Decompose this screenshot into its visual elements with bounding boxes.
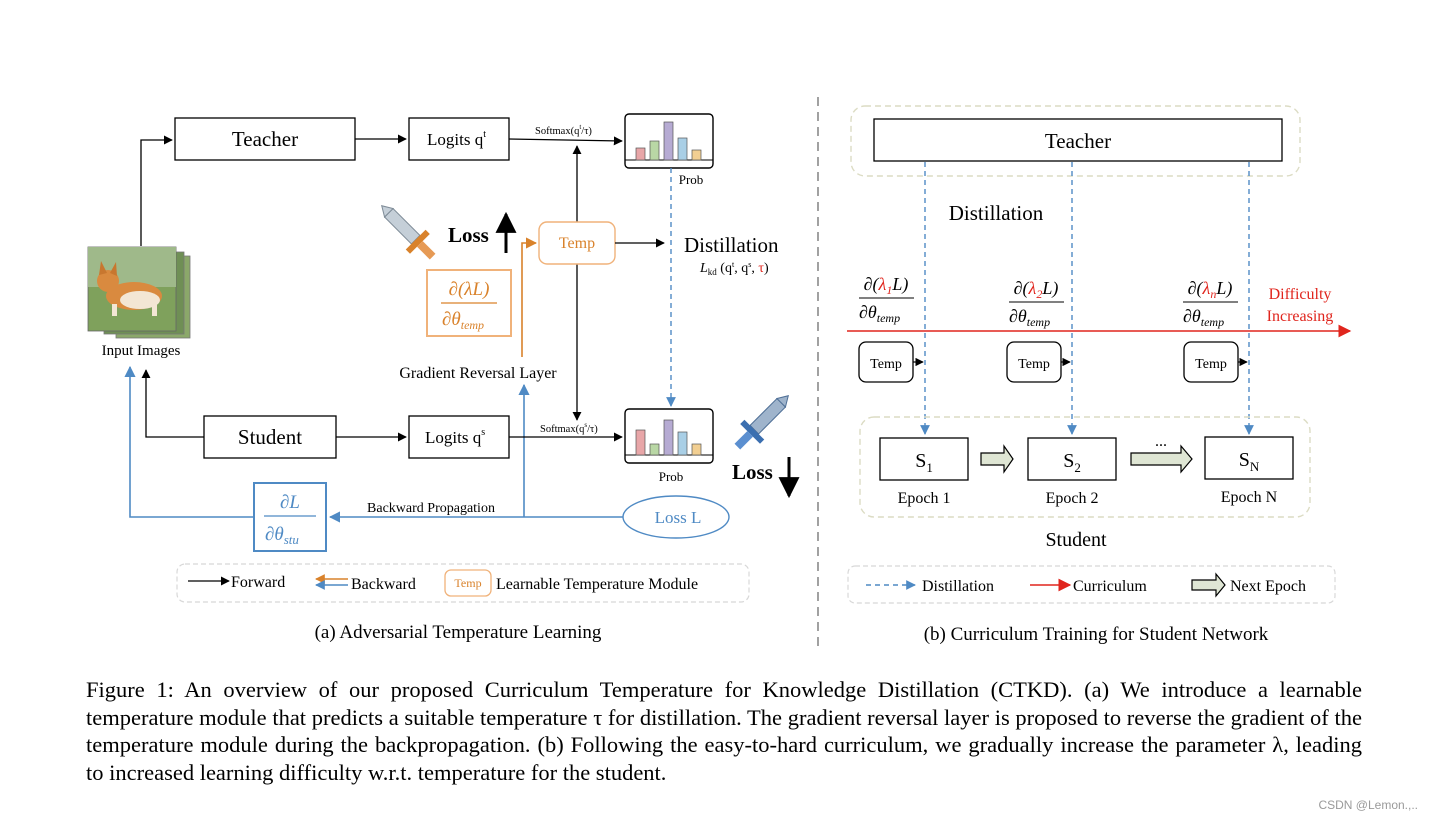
epoch-1-label: Epoch 1 [898,490,951,507]
legend-next-epoch-label: Next Epoch [1230,578,1306,595]
backward-propagation-label: Backward Propagation [367,501,495,516]
subcaption-b: (b) Curriculum Training for Student Netw… [924,624,1269,645]
difficulty-label-1: Difficulty [1269,286,1332,303]
figure-caption: Figure 1: An overview of our proposed Cu… [86,677,1362,785]
grad-lambda-2: ∂(λ2L) ∂θtemp [1009,278,1064,329]
legend-forward-label: Forward [231,574,285,591]
prob-student-label: Prob [659,469,684,484]
arrow-grad-to-input [124,365,254,518]
grad-lambda-n: ∂(λnL) ∂θtemp [1183,278,1238,329]
logits-student-label: Logits qs [425,427,485,447]
arrow-student-to-input [141,369,204,438]
legend-module-label: Learnable Temperature Module [496,576,698,593]
sword-icon-blue [734,395,789,450]
arrow-input-to-teacher [140,135,173,246]
legend-a-box [176,563,750,603]
student-box-s2 [1027,437,1117,481]
student-label-b: Student [1045,529,1107,551]
student-box [203,415,337,459]
svg-text:∂(λnL): ∂(λnL) [1188,278,1233,301]
grad-temp-denominator: ∂θtemp [442,309,484,332]
teacher-label: Teacher [232,127,298,151]
legend-backward-label: Backward [351,576,416,593]
softmax-student-label: Softmax(qs/τ) [540,421,598,435]
prob-histogram-teacher [624,113,714,169]
loss-down-label: Loss [732,460,773,484]
prob-histogram-student [624,408,714,464]
grad-lambda-1: ∂(λ1L) ∂θtemp [859,274,914,325]
svg-text:∂θtemp: ∂θtemp [859,302,900,325]
next-epoch-arrow-2 [1130,444,1193,474]
teacher-label-b: Teacher [1045,129,1111,153]
distillation-label: Distillation [684,233,779,257]
epoch-2-label: Epoch 2 [1046,490,1099,507]
teacher-group-box [850,105,1301,177]
legend-b-box [847,565,1336,604]
difficulty-label-2: Increasing [1267,308,1334,325]
legend-distillation-label: Distillation [922,578,994,595]
grad-temp-numerator: ∂(λL) [449,279,490,300]
legend-temp-label: Temp [454,576,481,590]
teacher-box-b [873,118,1283,162]
temp-label-n: Temp [1195,357,1227,372]
loss-up-label: Loss [448,223,489,247]
student-group-box [859,416,1311,518]
softmax-teacher-label: Softmax(qt/τ) [535,123,592,137]
sword-icon-orange [381,205,436,260]
panel-a: Input Images Teacher Logits qt Softmax(q… [87,113,800,643]
watermark: CSDN @Lemon.,.. [1318,798,1418,812]
grad-student-numerator: ∂L [280,492,300,513]
next-epoch-arrow-1 [980,444,1014,474]
ellipsis: ... [1155,433,1167,450]
input-images-label: Input Images [102,343,181,359]
figure-diagram: Input Images Teacher Logits qt Softmax(q… [87,97,1352,646]
arrow-softmax-teacher [508,136,623,146]
svg-text:∂θtemp: ∂θtemp [1009,306,1050,329]
student-sn-label: SN [1239,449,1260,474]
svg-text:∂(λ2L): ∂(λ2L) [1014,278,1059,301]
temp-label-1: Temp [870,357,902,372]
loss-L-label: Loss L [655,508,702,527]
svg-text:∂(λ1L): ∂(λ1L) [864,274,909,297]
grad-student-denominator: ∂θstu [265,524,299,547]
logits-teacher-box [408,117,510,161]
distillation-label-b: Distillation [949,201,1044,225]
lkd-formula: Lkd (qt, qs, τ) [699,260,769,277]
gradient-reversal-layer-label: Gradient Reversal Layer [399,365,557,382]
legend-temp-box [444,569,492,597]
temp-label-2: Temp [1018,357,1050,372]
student-label: Student [238,425,302,449]
prob-teacher-label: Prob [679,172,704,187]
svg-text:∂θtemp: ∂θtemp [1183,306,1224,329]
student-box-sn [1204,436,1294,480]
logits-teacher-label: Logits qt [427,129,486,149]
student-box-s1 [879,437,969,481]
epoch-n-label: Epoch N [1221,489,1278,506]
panel-b: Teacher Distillation ∂(λ1L) ∂θtemp ∂(λ2L… [847,105,1352,645]
student-s1-label: S1 [915,450,933,475]
temp-module-label: Temp [559,235,595,252]
legend-curriculum-label: Curriculum [1073,578,1147,595]
legend-next-epoch-icon [1191,572,1226,598]
subcaption-a: (a) Adversarial Temperature Learning [315,622,602,643]
arrow-grl-to-temp [521,237,538,357]
input-images-stack [87,246,191,339]
student-s2-label: S2 [1063,450,1081,475]
